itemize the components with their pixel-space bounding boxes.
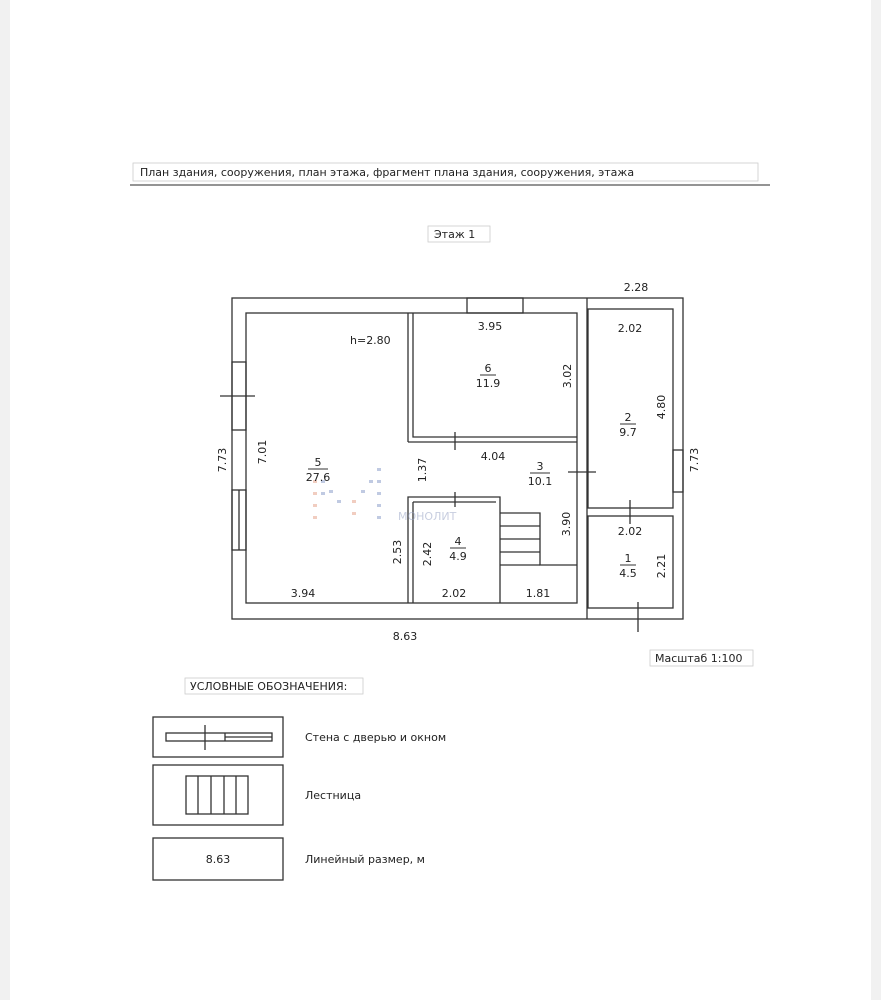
plan-line	[152, 837, 284, 881]
plan-line	[466, 297, 524, 314]
plan-text: 4.80	[655, 395, 668, 420]
windows	[231, 297, 684, 551]
plan-text: 2.42	[421, 542, 434, 567]
plan-text: 7.73	[216, 448, 229, 473]
plan-text: 6	[485, 362, 492, 375]
plan-text: 4.9	[449, 550, 467, 563]
staircase	[500, 512, 577, 566]
plan-text: 3	[537, 460, 544, 473]
plan-line	[337, 500, 341, 503]
plan-line	[407, 496, 501, 603]
height-label: h=2.80	[350, 334, 391, 347]
legend: УСЛОВНЫЕ ОБОЗНАЧЕНИЯ: Стена с дверью и о…	[152, 677, 446, 881]
plan-text: 3.90	[560, 512, 573, 537]
plan-text: 4.5	[619, 567, 637, 580]
room-3-label: 310.1	[528, 460, 553, 488]
plan-line	[321, 468, 381, 519]
legend-stairs-label: Лестница	[305, 789, 361, 802]
floor-label: Этаж 1	[434, 228, 475, 241]
plan-text: 3.94	[291, 587, 316, 600]
plan-line	[672, 449, 684, 493]
plan-line	[185, 775, 249, 815]
room-6-label: 611.9	[476, 362, 501, 390]
legend-dimension-sample: 8.63	[206, 853, 231, 866]
watermark-text: МОНОЛИТ	[398, 510, 457, 523]
plan-text: 10.1	[528, 475, 553, 488]
plan-text: 2	[625, 411, 632, 424]
legend-wall-label: Стена с дверью и окном	[305, 731, 446, 744]
room-2-label: 29.7	[619, 411, 637, 439]
plan-line	[313, 480, 317, 483]
plan-text: 2.02	[618, 525, 643, 538]
plan-line	[184, 677, 364, 695]
legend-dimension-label: Линейный размер, м	[305, 853, 425, 866]
plan-line	[352, 512, 356, 515]
room-5-label: 527.6	[306, 456, 331, 484]
plan-text: 2.28	[624, 281, 649, 294]
plan-line	[231, 297, 684, 620]
plan-line	[412, 313, 577, 438]
plan-line	[313, 492, 317, 495]
scale-label: Масштаб 1:100	[655, 652, 742, 665]
plan-text: 7.01	[256, 440, 269, 465]
plan-text: 2.02	[442, 587, 467, 600]
plan-line	[377, 480, 381, 483]
legend-title: УСЛОВНЫЕ ОБОЗНАЧЕНИЯ:	[190, 680, 347, 693]
dimensions: h=2.80 3.95 2.02 2.28 4.04 3.94 2.02 1.8…	[216, 281, 701, 643]
plan-title: План здания, сооружения, план этажа, фра…	[140, 166, 634, 179]
page-edge-left	[0, 0, 10, 1000]
title-box	[132, 162, 759, 182]
plan-text: 11.9	[476, 377, 501, 390]
plan-text: 1.37	[416, 458, 429, 483]
plan-line	[352, 500, 356, 503]
plan-line	[377, 468, 381, 471]
watermark-logo: МОНОЛИТ	[313, 468, 457, 523]
floor-label-box	[427, 225, 491, 243]
plan-line	[321, 492, 325, 495]
plan-text: 4.04	[481, 450, 506, 463]
room-4-label: 44.9	[449, 535, 467, 563]
room-labels: 611.9 527.6 310.1 29.7 44.9 14.5	[306, 362, 637, 580]
plan-text: 27.6	[306, 471, 331, 484]
plan-line	[313, 504, 317, 507]
plan-line	[329, 490, 333, 493]
plan-text: 8.63	[393, 630, 418, 643]
plan-text: 1.81	[526, 587, 551, 600]
plan-text: 7.73	[688, 448, 701, 473]
page-edge-right	[871, 0, 881, 1000]
plan-line	[377, 504, 381, 507]
plan-text: 3.95	[478, 320, 503, 333]
plan-text: 5	[315, 456, 322, 469]
scale-box	[649, 649, 754, 667]
plan-text: 2.21	[655, 554, 668, 579]
plan-line	[313, 516, 317, 519]
walls	[231, 297, 684, 620]
plan-text: 2.53	[391, 540, 404, 565]
plan-text: 4	[455, 535, 462, 548]
plan-line	[313, 480, 356, 519]
plan-text: 3.02	[561, 364, 574, 389]
plan-text: 9.7	[619, 426, 637, 439]
plan-line	[369, 480, 373, 483]
plan-line	[377, 492, 381, 495]
doors	[220, 395, 639, 632]
plan-line	[321, 480, 325, 483]
plan-text: 2.02	[618, 322, 643, 335]
plan-line	[245, 312, 578, 604]
plan-line	[152, 764, 284, 826]
plan-line	[361, 490, 365, 493]
plan-text: 1	[625, 552, 632, 565]
plan-line	[377, 516, 381, 519]
plan-line	[152, 716, 284, 758]
room-1-label: 14.5	[619, 552, 637, 580]
